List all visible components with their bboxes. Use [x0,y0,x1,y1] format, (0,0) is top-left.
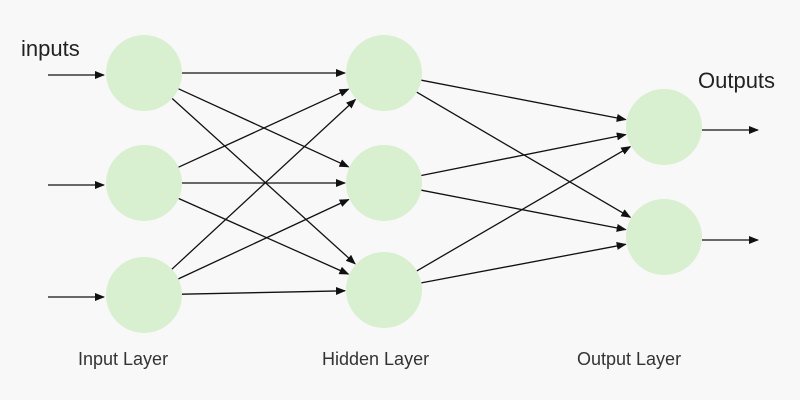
nodes [106,35,702,333]
edge-l1-n2-to-n1 [421,242,627,284]
edge-l1-n2-to-n0 [416,146,632,272]
edge-l0-n2-to-n2 [181,286,346,295]
hidden-node-1 [346,35,422,111]
edge-l1-n0-to-n0 [421,79,627,122]
hidden-node-3 [346,252,422,328]
input-node-1 [106,35,182,111]
input-node-2 [106,145,182,221]
io-arrows [48,71,759,301]
outputs-label: Outputs [698,68,776,93]
edge-l0-n2-to-n1 [178,198,350,280]
output-node-2 [626,199,702,275]
connections [171,69,632,295]
output-node-1 [626,89,702,165]
input-layer-label: Input Layer [78,349,169,369]
edge-l0-n1-to-n0 [178,88,350,168]
edge-l0-n1-to-n2 [178,197,350,275]
hidden-node-2 [346,145,422,221]
input-node-3 [106,257,182,333]
edge-l0-n2-to-n0 [171,98,357,270]
edge-l1-n1-to-n0 [421,132,627,177]
edge-l0-n0-to-n2 [171,98,356,265]
output-layer-label: Output Layer [577,349,682,369]
inputs-label: inputs [21,36,80,61]
hidden-layer-label: Hidden Layer [322,349,430,369]
edge-l1-n1-to-n1 [421,189,627,232]
